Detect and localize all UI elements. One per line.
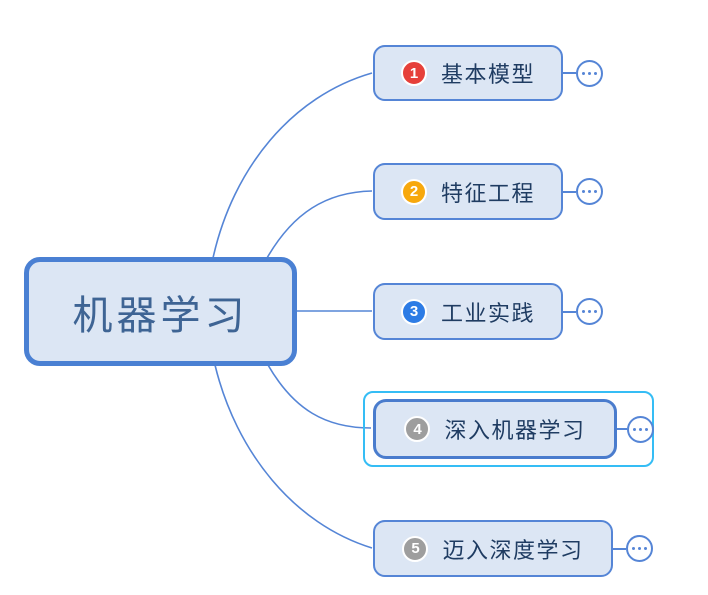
branch-row-4-selected: 4 深入机器学习 bbox=[373, 399, 654, 459]
collapse-stub-line bbox=[563, 310, 576, 313]
collapse-stub-line bbox=[563, 72, 576, 74]
connector-branch-5 bbox=[214, 364, 373, 549]
topic-label: 工业实践 bbox=[440, 300, 535, 326]
collapse-toggle-ellipsis-icon[interactable] bbox=[627, 415, 654, 443]
collapse-toggle-ellipsis-icon[interactable] bbox=[626, 535, 653, 562]
collapse-toggle-ellipsis-icon[interactable] bbox=[576, 59, 603, 87]
connector-branch-1 bbox=[212, 72, 373, 259]
ellipsis-dot bbox=[588, 190, 591, 193]
ellipsis-dot bbox=[645, 427, 648, 431]
ellipsis-dot bbox=[582, 190, 585, 193]
priority-3-badge[interactable]: 3 bbox=[400, 298, 427, 325]
topic-node-deep-dive-machine-learning[interactable]: 4 深入机器学习 bbox=[373, 399, 617, 459]
priority-4-badge[interactable]: 4 bbox=[404, 416, 431, 442]
ellipsis-dot bbox=[588, 310, 591, 313]
ellipsis-dot bbox=[582, 310, 585, 313]
root-node-machine-learning[interactable]: 机器学习 bbox=[24, 257, 297, 366]
priority-5-badge[interactable]: 5 bbox=[402, 535, 429, 562]
ellipsis-dot bbox=[582, 71, 585, 75]
topic-label: 基本模型 bbox=[440, 62, 535, 87]
collapse-toggle-ellipsis-icon[interactable] bbox=[576, 298, 603, 325]
root-node-label: 机器学习 bbox=[72, 293, 249, 338]
branch-row-5: 5 迈入深度学习 bbox=[373, 520, 653, 577]
topic-node-basic-models[interactable]: 1 基本模型 bbox=[373, 45, 563, 101]
ellipsis-dot bbox=[638, 547, 641, 550]
ellipsis-dot bbox=[644, 547, 647, 550]
branch-row-3: 3 工业实践 bbox=[373, 283, 603, 340]
ellipsis-dot bbox=[594, 190, 597, 193]
collapse-stub-line bbox=[613, 547, 626, 550]
ellipsis-dot bbox=[633, 427, 636, 431]
collapse-toggle-ellipsis-icon[interactable] bbox=[576, 178, 603, 205]
topic-label: 迈入深度学习 bbox=[442, 537, 584, 563]
connector-branch-2 bbox=[266, 190, 373, 259]
collapse-stub-line bbox=[563, 190, 576, 193]
topic-label: 深入机器学习 bbox=[444, 418, 586, 443]
ellipsis-dot bbox=[594, 71, 597, 75]
ellipsis-dot bbox=[594, 310, 597, 313]
priority-1-badge[interactable]: 1 bbox=[400, 60, 427, 86]
topic-node-into-deep-learning[interactable]: 5 迈入深度学习 bbox=[373, 520, 613, 577]
branch-row-2: 2 特征工程 bbox=[373, 163, 603, 220]
topic-node-feature-engineering[interactable]: 2 特征工程 bbox=[373, 163, 563, 220]
ellipsis-dot bbox=[588, 71, 591, 75]
connector-branch-4 bbox=[267, 364, 372, 429]
collapse-stub-line bbox=[617, 428, 627, 430]
priority-2-badge[interactable]: 2 bbox=[400, 178, 427, 205]
branch-row-1: 1 基本模型 bbox=[373, 45, 603, 101]
ellipsis-dot bbox=[632, 547, 635, 550]
topic-label: 特征工程 bbox=[440, 180, 535, 206]
topic-node-industrial-practice[interactable]: 3 工业实践 bbox=[373, 283, 563, 340]
ellipsis-dot bbox=[639, 427, 642, 431]
